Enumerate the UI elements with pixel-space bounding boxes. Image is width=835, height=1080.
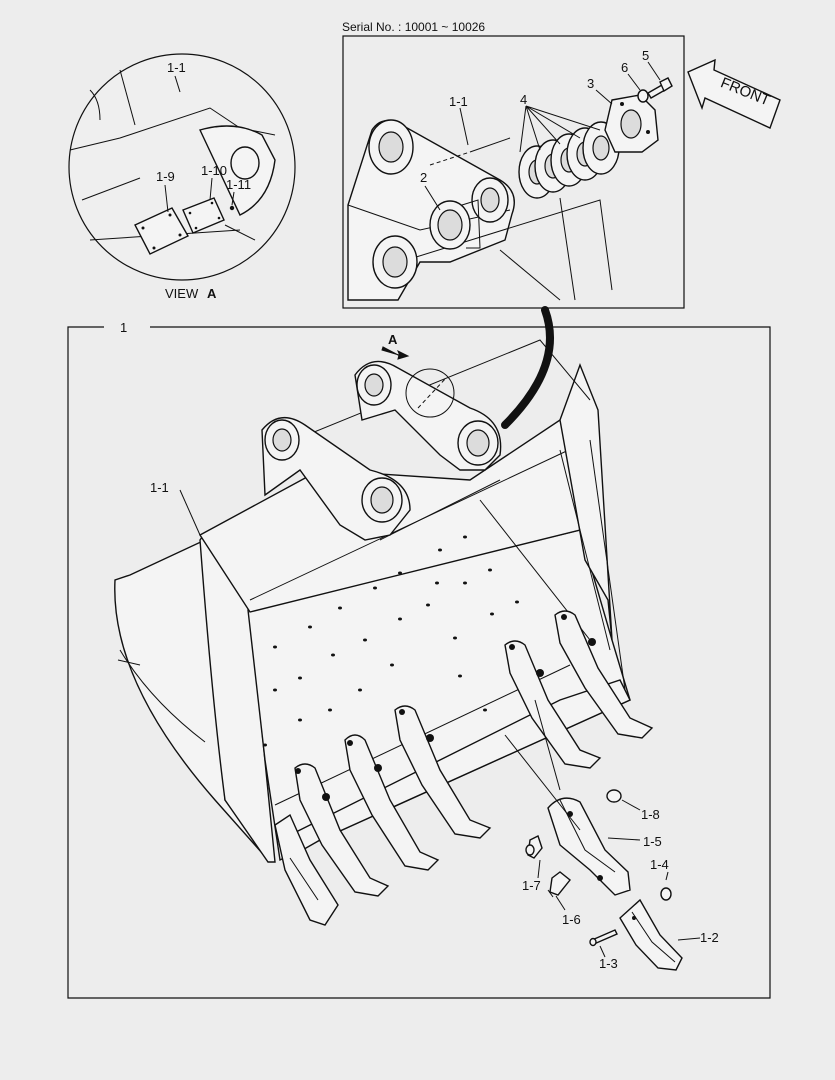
view-letter: A	[207, 286, 217, 301]
callout-1-4: 1-4	[650, 857, 669, 872]
callout-5: 5	[642, 48, 649, 63]
callout-1-8: 1-8	[641, 807, 660, 822]
serial-number: Serial No. : 10001 ~ 10026	[342, 20, 485, 34]
callout-1-10: 1-10	[201, 163, 227, 178]
part-1-4-lock	[660, 887, 672, 901]
view-a-marker	[405, 368, 455, 418]
part-1-9-plate	[134, 207, 189, 255]
callout-1-1-view: 1-1	[167, 60, 186, 75]
main-assembly-label: 1	[120, 320, 127, 335]
tooth-6	[554, 610, 654, 739]
exploded-tooth-parts	[179, 489, 701, 971]
callout-labels: 1-1 1-9 1-10 1-11 VIEW A 1-1 2 3 4 5 6 1…	[120, 48, 719, 971]
callout-1-11: 1-11	[226, 177, 251, 192]
part-3-plate	[604, 94, 659, 153]
callout-1-5: 1-5	[643, 834, 662, 849]
part-2-bushing	[429, 199, 481, 250]
pin-assembly-inset: FRONT	[342, 35, 781, 309]
bucket-right-plate	[559, 363, 613, 641]
arrow-letter: A	[388, 332, 398, 347]
front-arrow-icon: FRONT	[687, 58, 781, 129]
callout-1-7: 1-7	[522, 878, 541, 893]
tooth-4	[394, 705, 492, 839]
callout-1-9: 1-9	[156, 169, 175, 184]
bucket-teeth	[274, 610, 654, 926]
view-a-circle	[68, 53, 296, 281]
tooth-2	[294, 763, 390, 897]
part-4-shims	[518, 121, 620, 199]
part-1-5-adapter	[547, 797, 631, 896]
part-1-7-bolt	[525, 835, 543, 859]
part-1-3-pin	[589, 929, 618, 947]
callout-1-3: 1-3	[599, 956, 618, 971]
bucket-bolt-holes	[263, 535, 519, 747]
view-a-detail	[68, 53, 296, 281]
part-1-8-nut	[606, 789, 622, 803]
callout-1-2: 1-2	[700, 930, 719, 945]
part-1-2-tooth	[619, 898, 683, 971]
part-1-11-rivet	[229, 205, 235, 211]
callout-2: 2	[420, 170, 427, 185]
callout-1-6: 1-6	[562, 912, 581, 927]
part-1-6-bolt	[547, 871, 571, 898]
part-6-washer	[637, 89, 649, 103]
tooth-5	[504, 640, 602, 769]
bucket-bracket-left	[261, 417, 411, 541]
callout-3: 3	[587, 76, 594, 91]
callout-6: 6	[621, 60, 628, 75]
view-a-arrow-icon	[381, 346, 410, 360]
tooth-1	[274, 813, 339, 926]
part-5-bolt	[647, 77, 673, 99]
callout-1-1-inset: 1-1	[449, 94, 468, 109]
connector-arrow	[501, 306, 554, 429]
main-frame	[67, 326, 771, 999]
part-1-10-plate	[182, 197, 225, 234]
tooth-3	[344, 734, 440, 871]
callout-1-1-main: 1-1	[150, 480, 169, 495]
bucket-bracket-right	[354, 360, 502, 471]
view-label: VIEW	[165, 286, 199, 301]
callout-4: 4	[520, 92, 527, 107]
